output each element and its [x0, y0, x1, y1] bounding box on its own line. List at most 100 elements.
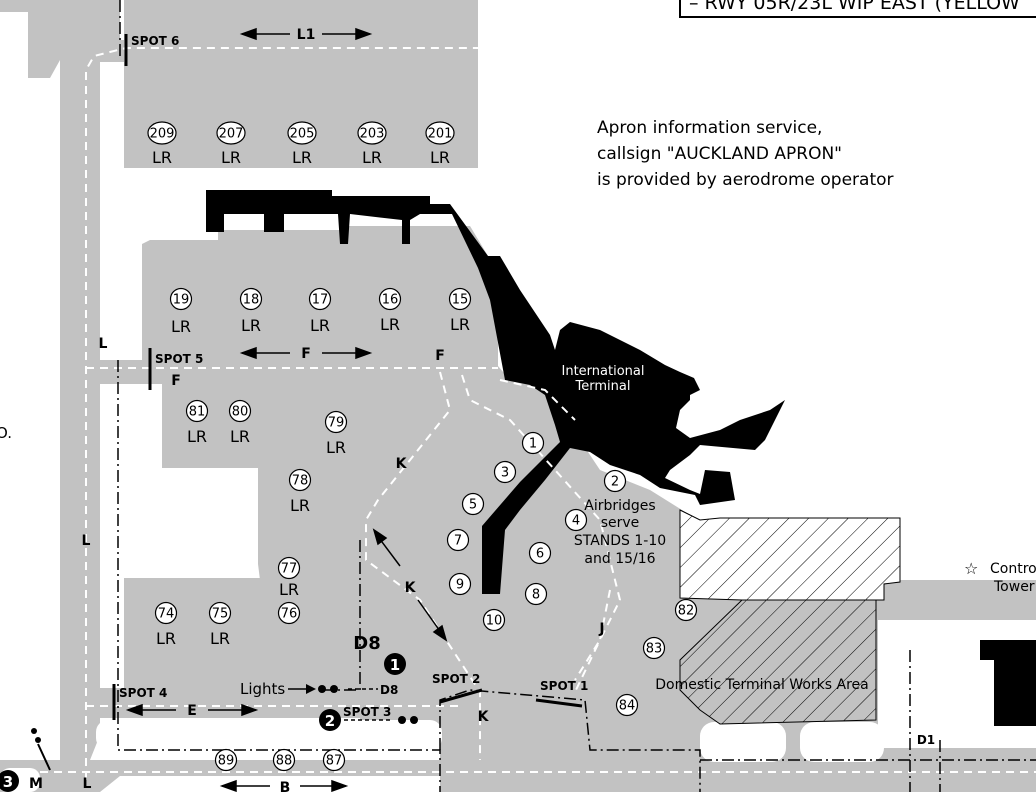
stand-209-label: 209	[150, 127, 175, 142]
apron-info-line: Apron information service,	[597, 118, 823, 138]
stand-15-marker[interactable]	[448, 287, 472, 311]
airbridges-note: STANDS 1-10	[574, 533, 666, 549]
legend-text: – RWY 05R/23L WIP EAST (YELLOW	[689, 0, 1020, 14]
stand-8-label: 8	[532, 588, 540, 603]
stand-203-marker[interactable]	[357, 121, 387, 145]
stand-74-marker[interactable]	[154, 601, 178, 625]
works-area-upper	[679, 509, 901, 601]
stand-79-label: 79	[328, 416, 345, 431]
stand-18-label: 18	[243, 293, 260, 308]
stand-201-marker[interactable]	[425, 121, 455, 145]
stand-89-label: 89	[218, 754, 235, 769]
stand-76-label: 76	[281, 607, 298, 622]
stand-17-label: 17	[312, 293, 329, 308]
map-legend-box: – RWY 05R/23L WIP EAST (YELLOW	[679, 0, 1036, 18]
taxiway-f-label: F	[171, 373, 181, 389]
stand-84-marker[interactable]	[615, 693, 639, 717]
stand-81-marker[interactable]	[185, 399, 209, 423]
stand-75-label: 75	[212, 607, 229, 622]
stand-6-marker[interactable]	[528, 541, 552, 565]
hotspot-1-label: 1	[390, 656, 400, 674]
lr-label: LR	[187, 427, 207, 446]
stand-19-marker[interactable]	[169, 287, 193, 311]
works-area-label: Domestic Terminal Works Area	[655, 677, 868, 693]
hotspot-2-marker[interactable]	[319, 709, 341, 731]
taxiway-d1-label: D1	[917, 733, 935, 747]
lr-label: LR	[221, 148, 241, 167]
stand-83-label: 83	[646, 642, 663, 657]
stand-18-marker[interactable]	[239, 287, 263, 311]
stand-76-marker[interactable]	[277, 601, 301, 625]
taxiway-k-label: K	[396, 456, 408, 472]
lr-label: LR	[292, 148, 312, 167]
stand-2-marker[interactable]	[603, 469, 627, 493]
lights	[31, 684, 418, 771]
line-k3	[499, 379, 576, 421]
stand-201-label: 201	[428, 127, 453, 142]
stand-9-marker[interactable]	[448, 572, 472, 596]
taxiway-labels: L1 F F F L L L M K K K J E B D8 D1	[29, 27, 935, 792]
international-terminal-label: Terminal	[575, 379, 631, 394]
spot-4-label: SPOT 4	[119, 686, 167, 700]
light-dot	[410, 716, 418, 724]
island-works-2	[800, 722, 884, 762]
stand-77-label: 77	[281, 562, 298, 577]
stand-16-marker[interactable]	[378, 287, 402, 311]
stand-75-marker[interactable]	[208, 601, 232, 625]
light-dot	[318, 685, 326, 693]
stand-84-label: 84	[619, 699, 636, 714]
stand-207-marker[interactable]	[216, 121, 246, 145]
hotspot-2-label: 2	[325, 712, 335, 730]
stand-78-marker[interactable]	[288, 468, 312, 492]
stand-8-marker[interactable]	[524, 582, 548, 606]
taxiway-e-label: E	[187, 703, 197, 719]
lr-label: LR	[290, 496, 310, 515]
spot-2-label: SPOT 2	[432, 672, 480, 686]
stand-82-marker[interactable]	[674, 598, 698, 622]
stand-80-marker[interactable]	[228, 399, 252, 423]
apron-74-76	[124, 578, 364, 688]
stand-83-marker[interactable]	[642, 636, 666, 660]
stand-79-marker[interactable]	[324, 410, 348, 434]
hotspot-1-marker[interactable]	[384, 653, 406, 675]
spot1-bar	[535, 698, 583, 708]
island-mid	[162, 468, 258, 578]
stand-87-label: 87	[326, 754, 343, 769]
stand-88-marker[interactable]	[272, 748, 296, 772]
lights-d8-label: D8	[380, 683, 398, 697]
stand-10-marker[interactable]	[482, 608, 506, 632]
stand-4-marker[interactable]	[564, 508, 588, 532]
lr-label: LR	[430, 148, 450, 167]
spot-bars	[112, 34, 583, 720]
spot-6-label: SPOT 6	[131, 34, 179, 48]
line-j	[574, 589, 611, 693]
edge-text: O.	[0, 424, 12, 442]
stand-88-label: 88	[276, 754, 293, 769]
apron-info-line: is provided by aerodrome operator	[597, 170, 894, 190]
stand-3-marker[interactable]	[493, 460, 517, 484]
stand-209-marker[interactable]	[147, 121, 177, 145]
stand-7-marker[interactable]	[446, 528, 470, 552]
lights-label: Lights	[240, 680, 285, 698]
taxiway-l-strip	[0, 0, 120, 792]
stand-78-label: 78	[292, 474, 309, 489]
stand-205-marker[interactable]	[287, 121, 317, 145]
taxiway-l-label: L	[83, 776, 92, 792]
stand-89-marker[interactable]	[214, 748, 238, 772]
stand-87-marker[interactable]	[322, 748, 346, 772]
stand-82-label: 82	[678, 604, 695, 619]
spot2-bar	[439, 688, 483, 704]
stand-19-label: 19	[173, 293, 190, 308]
stand-5-marker[interactable]	[461, 492, 485, 516]
pier-top	[206, 190, 785, 594]
taxiway-e-band	[100, 688, 450, 718]
stand-6-label: 6	[536, 547, 544, 562]
hotspot-3-marker[interactable]	[0, 770, 19, 792]
stand-1-marker[interactable]	[521, 431, 545, 455]
lr-label: LR	[380, 315, 400, 334]
spot-3-label: SPOT 3	[343, 705, 391, 719]
stand-77-marker[interactable]	[277, 556, 301, 580]
airbridges-note: Airbridges	[584, 498, 655, 514]
stand-17-marker[interactable]	[308, 287, 332, 311]
